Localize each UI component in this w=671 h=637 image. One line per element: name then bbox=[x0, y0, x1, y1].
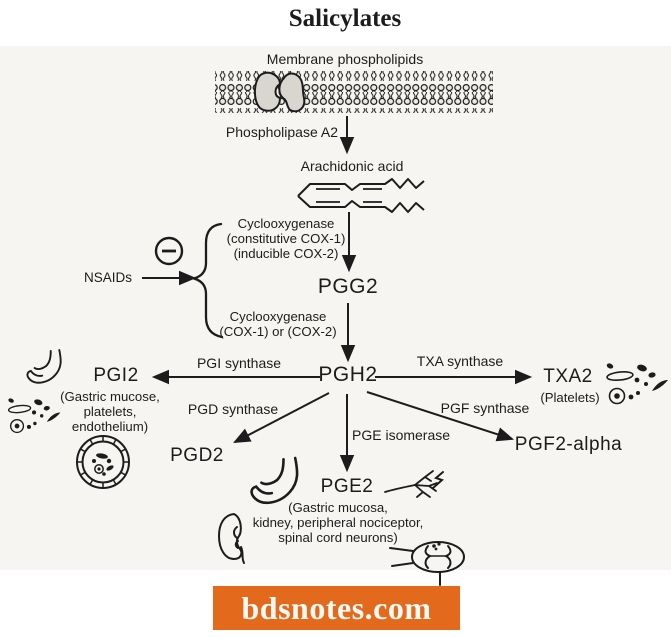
minus-circle-icon bbox=[154, 236, 184, 266]
txa2-sites-label: (Platelets) bbox=[540, 390, 600, 405]
pge2-sites-label: (Gastric mucosa, kidney, peripheral noci… bbox=[252, 500, 424, 546]
membrane-protein-icon bbox=[278, 72, 306, 113]
pge2-label: PGE2 bbox=[320, 476, 374, 497]
bdsnotes-banner-text: bdsnotes.com bbox=[241, 589, 432, 626]
diagram-canvas bbox=[0, 46, 671, 570]
cox-brace bbox=[189, 222, 224, 339]
pgf-synthase-label: PGF synthase bbox=[440, 400, 530, 416]
cox-constitutive-label: Cyclooxygenase (constitutive COX-1) (ind… bbox=[226, 216, 346, 262]
phospholipase-a2-label: Phospholipase A2 bbox=[225, 124, 338, 140]
pgg2-label: PGG2 bbox=[317, 275, 379, 298]
nsaids-label: NSAIDs bbox=[84, 270, 133, 285]
stomach-icon bbox=[250, 456, 299, 505]
pgi2-sites-label: (Gastric mucose, platelets, endothelium) bbox=[60, 389, 160, 435]
arachidonic-acid-structure bbox=[297, 178, 425, 213]
arachidonic-acid-label: Arachidonic acid bbox=[300, 158, 404, 174]
arrow-pgh2-to-pgd2 bbox=[233, 392, 330, 444]
bdsnotes-banner-link[interactable]: bdsnotes.com bbox=[213, 586, 460, 630]
lipid-bilayer-illustration bbox=[215, 71, 493, 113]
arrow-pgh2-to-pgf2 bbox=[366, 391, 515, 442]
pgi-synthase-label: PGI synthase bbox=[196, 355, 282, 371]
txa-synthase-label: TXA synthase bbox=[416, 353, 504, 369]
pgd2-label: PGD2 bbox=[170, 445, 224, 466]
txa2-label: TXA2 bbox=[543, 366, 593, 387]
pge-isomerase-label: PGE isomerase bbox=[352, 427, 451, 443]
pgf2-alpha-label: PGF2-alpha bbox=[514, 434, 623, 455]
pgh2-label: PGH2 bbox=[318, 363, 378, 386]
cox-either-label: Cyclooxygenase (COX-1) or (COX-2) bbox=[219, 309, 337, 340]
stomach-icon bbox=[26, 349, 62, 384]
membrane-phospholipids-label: Membrane phospholipids bbox=[266, 51, 424, 67]
membrane-protein-icon bbox=[254, 71, 282, 112]
page-title: Salicylates bbox=[288, 5, 402, 32]
endothelium-icon bbox=[76, 435, 130, 489]
spinal-cord-icon bbox=[389, 541, 465, 586]
pgd-synthase-label: PGD synthase bbox=[187, 401, 279, 417]
pgi2-label: PGI2 bbox=[93, 365, 139, 386]
